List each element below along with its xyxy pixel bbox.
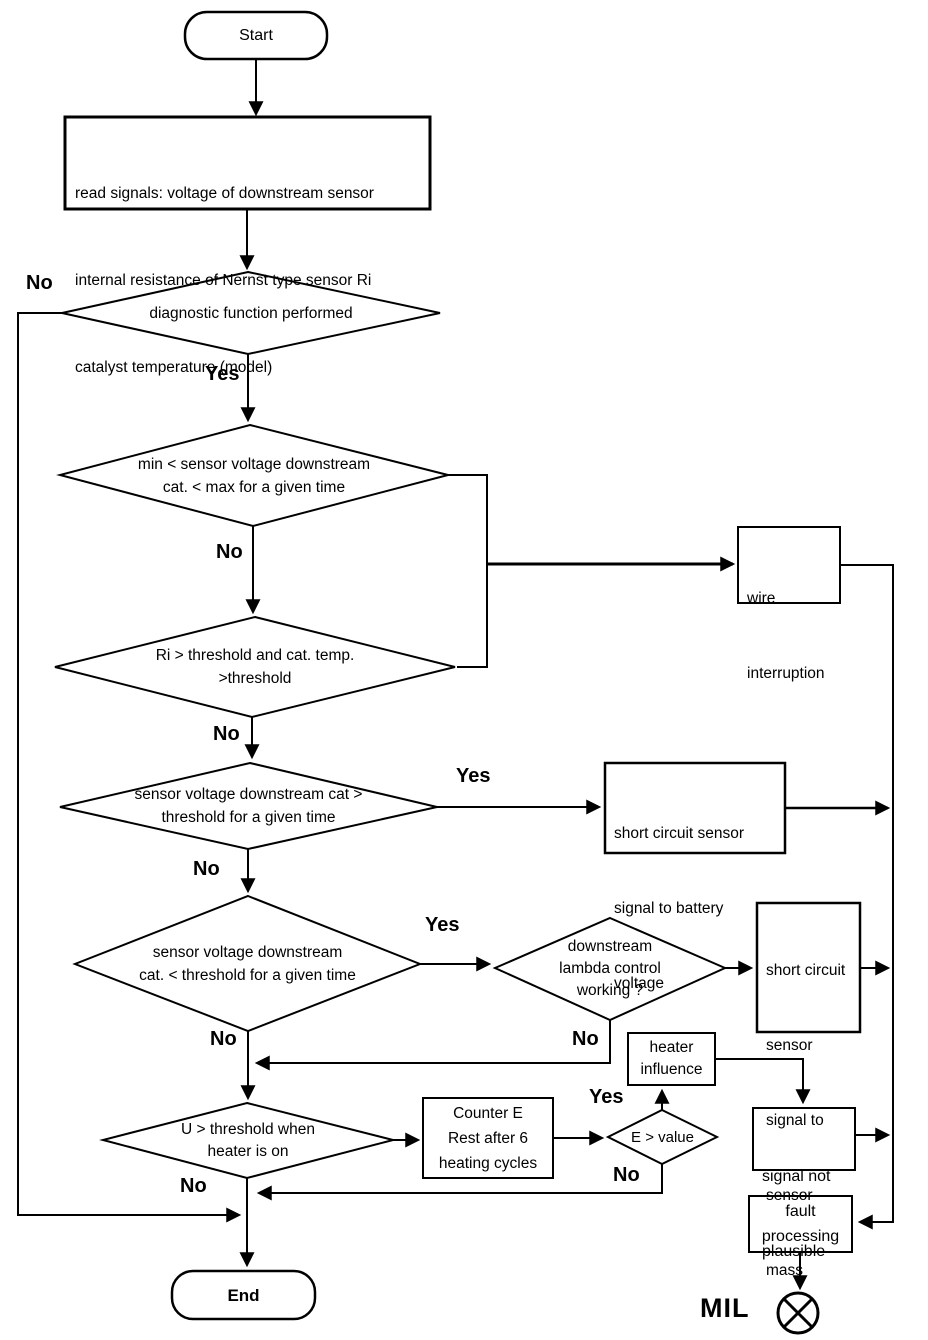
branch-label-above-no: No <box>193 858 220 880</box>
decision-lambda-shape <box>492 916 728 1022</box>
edge-heater-plausible <box>715 1058 811 1105</box>
decision-diagnostic: diagnostic function performed <box>62 272 440 354</box>
decision-above-line1: sensor voltage downstream cat > <box>134 786 363 803</box>
branch-label-below-no: No <box>210 1028 237 1050</box>
decision-u-shape <box>99 1101 394 1180</box>
start-node: Start <box>185 12 327 59</box>
short-circuit-battery-line1: short circuit sensor <box>614 825 745 842</box>
signal-not-plausible-shape <box>752 1107 856 1171</box>
branch-label-ri-no: No <box>213 723 240 745</box>
decision-evalue: E > value <box>608 1110 717 1164</box>
decision-lambda: downstream lambda control working ? <box>495 918 725 1020</box>
signal-not-plausible-line2: plausible <box>762 1243 826 1260</box>
decision-lambda-line2: lambda control <box>559 960 661 977</box>
wire-interruption-node: wire interruption <box>747 536 825 736</box>
heater-influence-line2: influence <box>640 1061 703 1078</box>
edge-range-to-ri-right <box>448 474 488 668</box>
decision-u: U > threshold when heater is on <box>103 1103 393 1178</box>
decision-below-shape <box>72 894 423 1033</box>
counter-e-node: Counter E Rest after 6 heating cycles <box>423 1098 553 1178</box>
short-circuit-mass-line1: short circuit <box>766 962 846 979</box>
short-circuit-battery-line2: signal to battery <box>614 900 724 917</box>
decision-below: sensor voltage downstream cat. < thresho… <box>75 896 420 1031</box>
wire-interruption-line1: wire <box>747 590 776 607</box>
short-circuit-mass-line2: sensor <box>766 1037 813 1054</box>
read-signals-line1: read signals: voltage of downstream sens… <box>75 185 374 202</box>
decision-diagnostic-shape <box>61 270 441 356</box>
wire-interruption-line2: interruption <box>747 665 825 682</box>
mil-label: MIL <box>700 1293 750 1323</box>
decision-lambda-line3: working ? <box>576 982 644 999</box>
edge-evalue-no <box>256 1164 663 1201</box>
read-signals-line3: catalyst temperature (model) <box>75 359 273 376</box>
edge-lambda-no <box>254 1020 611 1071</box>
decision-range-line2: cat. < max for a given time <box>162 478 346 496</box>
decision-ri-shape <box>54 615 456 719</box>
branch-label-above-yes: Yes <box>456 765 491 787</box>
decision-above-line2: threshold for a given time <box>161 809 336 826</box>
connectors <box>17 59 894 1291</box>
read-signals-node: read signals: voltage of downstream sens… <box>75 121 374 440</box>
branch-label-evalue-yes: Yes <box>589 1086 624 1108</box>
heater-influence-shape <box>627 1032 716 1086</box>
decision-lambda-line1: downstream <box>567 938 653 955</box>
read-signals-shape <box>63 115 432 211</box>
heater-influence-node: heater influence <box>628 1033 715 1085</box>
counter-e-line2: Rest after 6 <box>447 1129 529 1147</box>
decision-range: min < sensor voltage downstream cat. < m… <box>60 425 448 526</box>
edge-fault-bus <box>840 564 894 1230</box>
short-circuit-battery-line3: voltage <box>614 975 664 992</box>
fault-processing-node: fault processing <box>749 1196 852 1252</box>
branch-label-lambda-no: No <box>572 1028 599 1050</box>
decision-range-line1: min < sensor voltage downstream <box>137 455 371 473</box>
fault-processing-line2: processing <box>761 1228 840 1245</box>
decision-below-line1: sensor voltage downstream <box>152 943 343 961</box>
branch-label-diagnostic-yes: Yes <box>205 363 240 385</box>
decision-diagnostic-text: diagnostic function performed <box>149 304 353 322</box>
mil-lamp-x2 <box>782 1297 814 1329</box>
start-node-shape <box>183 10 329 61</box>
branch-label-u-no: No <box>180 1175 207 1197</box>
decision-ri-line1: Ri > threshold and cat. temp. <box>155 647 355 664</box>
counter-e-line3: heating cycles <box>438 1154 538 1172</box>
mil-lamp-icon <box>776 1291 820 1335</box>
signal-not-plausible-node: signal not plausible <box>762 1114 831 1314</box>
decision-below-line2: cat. < threshold for a given time <box>139 966 356 984</box>
fault-processing-shape <box>748 1195 853 1253</box>
counter-e-line1: Counter E <box>453 1104 523 1122</box>
heater-influence-line1: heater <box>649 1039 694 1056</box>
short-circuit-battery-shape <box>603 761 787 855</box>
signal-not-plausible-line1: signal not <box>762 1168 831 1185</box>
decision-evalue-text: E > value <box>631 1128 694 1146</box>
end-node-shape <box>170 1269 317 1321</box>
end-node: End <box>172 1271 315 1319</box>
decision-range-shape <box>56 423 449 528</box>
branch-label-evalue-no: No <box>613 1164 640 1186</box>
branch-label-range-no: No <box>216 541 243 563</box>
decision-u-line2: heater is on <box>207 1142 289 1160</box>
short-circuit-mass-line3: signal to <box>766 1112 824 1129</box>
branch-label-below-yes: Yes <box>425 914 460 936</box>
fault-processing-line1: fault <box>785 1203 816 1220</box>
counter-e-shape <box>422 1097 554 1179</box>
start-label: Start <box>239 27 273 44</box>
short-circuit-mass-shape <box>755 901 862 1034</box>
edge-diagnostic-no-loop <box>17 312 242 1223</box>
end-label: End <box>227 1285 260 1305</box>
branch-label-diagnostic-no: No <box>26 272 53 294</box>
decision-u-line1: U > threshold when <box>181 1120 315 1138</box>
decision-ri-line2: >threshold <box>218 670 292 687</box>
decision-above-shape <box>59 761 438 851</box>
short-circuit-mass-line4: sensor <box>766 1187 813 1204</box>
decision-ri: Ri > threshold and cat. temp. >threshold <box>55 617 455 717</box>
short-circuit-mass-node: short circuit sensor signal to sensor ma… <box>766 908 845 1333</box>
short-circuit-mass-line5: mass <box>766 1262 804 1279</box>
short-circuit-battery-node: short circuit sensor signal to battery v… <box>614 771 744 1046</box>
decision-evalue-shape <box>605 1108 720 1166</box>
wire-interruption-shape <box>737 526 841 604</box>
decision-above: sensor voltage downstream cat > threshol… <box>60 763 437 849</box>
node-shapes <box>54 10 862 1335</box>
read-signals-line2: internal resistance of Nernst type senso… <box>75 272 372 289</box>
